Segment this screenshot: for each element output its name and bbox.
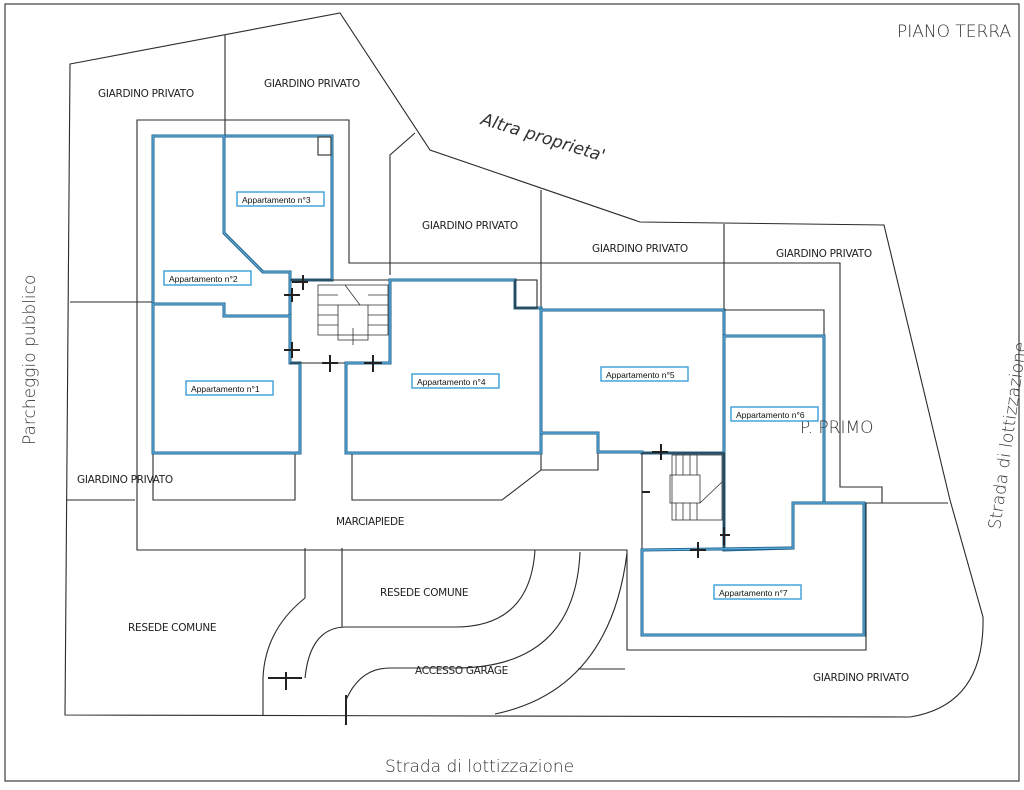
apartment-4-walls — [344, 278, 543, 455]
apartment-label-1[interactable]: Appartamento n°1 — [185, 380, 274, 396]
public-parking-label: Parcheggio pubblico — [20, 275, 40, 445]
apartment-label-text: Appartamento n°4 — [417, 377, 486, 387]
apartment-4-walls-inner — [345, 279, 542, 454]
apartment-7-walls-inner — [641, 502, 865, 636]
apartment-label-text: Appartamento n°3 — [242, 195, 311, 205]
site-boundary — [64, 12, 984, 718]
apartment-1-walls — [151, 302, 302, 455]
terrace — [351, 453, 542, 501]
neighbor-property-label: Altra proprieta' — [478, 109, 608, 166]
door-symbols — [268, 275, 730, 725]
stair-core-1 — [290, 279, 391, 364]
apartment-label-3[interactable]: Appartamento n°3 — [236, 191, 325, 207]
garden-divider — [389, 132, 416, 275]
apartment-6-porch — [724, 309, 825, 337]
area-label-garden: GIARDINO PRIVATO — [77, 474, 173, 486]
apartment-6-walls — [722, 334, 826, 552]
bottom-road-label: Strada di lottizzazione — [385, 757, 574, 777]
floor-title: PIANO TERRA — [897, 22, 1011, 42]
area-label-garage-access: ACCESSO GARAGE — [415, 665, 508, 677]
patio-perimeter — [136, 119, 883, 651]
upper-floor-label: P. PRIMO — [800, 418, 874, 438]
apartment-label-text: Appartamento n°2 — [169, 274, 238, 284]
terrace — [152, 453, 296, 501]
area-label-garden: GIARDINO PRIVATO — [98, 88, 194, 100]
apartment-label-7[interactable]: Appartamento n°7 — [713, 584, 802, 600]
right-road-label: Strada di lottizzazione — [985, 341, 1024, 531]
staircase-2 — [669, 454, 723, 521]
apartment-3-walls-inner — [223, 135, 333, 281]
sheet-border — [4, 3, 1020, 782]
apartment-label-4[interactable]: Appartamento n°4 — [411, 373, 500, 389]
apartment-7-walls — [640, 501, 866, 637]
apartment-6-walls-inner — [723, 335, 825, 551]
apartment-2-walls — [151, 134, 292, 318]
apartment-2-walls-inner — [152, 135, 291, 317]
area-label-sidewalk: MARCIAPIEDE — [336, 516, 404, 528]
apartment-label-5[interactable]: Appartamento n°5 — [600, 366, 689, 382]
apartment-label-6[interactable]: Appartamento n°6 — [730, 406, 819, 422]
driveway-edge — [304, 549, 536, 679]
apartment-label-2[interactable]: Appartamento n°2 — [163, 270, 252, 286]
area-label-garden: GIARDINO PRIVATO — [813, 672, 909, 684]
chimney — [317, 136, 332, 156]
area-label-common: RESEDE COMUNE — [128, 622, 216, 634]
driveway-edge — [494, 552, 628, 715]
area-label-common: RESEDE COMUNE — [380, 587, 468, 599]
area-label-garden: GIARDINO PRIVATO — [592, 243, 688, 255]
apartment-3-walls — [222, 134, 334, 282]
area-label-garden: GIARDINO PRIVATO — [422, 220, 518, 232]
driveway-edge — [345, 551, 581, 701]
apartment-label-text: Appartamento n°6 — [736, 410, 805, 420]
apartment-1-walls-inner — [152, 303, 301, 454]
area-label-garden: GIARDINO PRIVATO — [264, 78, 360, 90]
utility-room — [514, 279, 538, 309]
staircase-1 — [317, 284, 389, 345]
apartment-label-text: Appartamento n°1 — [191, 384, 260, 394]
terrace — [541, 432, 599, 471]
area-label-garden: GIARDINO PRIVATO — [776, 248, 872, 260]
apartment-label-text: Appartamento n°5 — [606, 370, 675, 380]
apartment-label-text: Appartamento n°7 — [719, 588, 788, 598]
driveway-edge — [262, 548, 306, 715]
